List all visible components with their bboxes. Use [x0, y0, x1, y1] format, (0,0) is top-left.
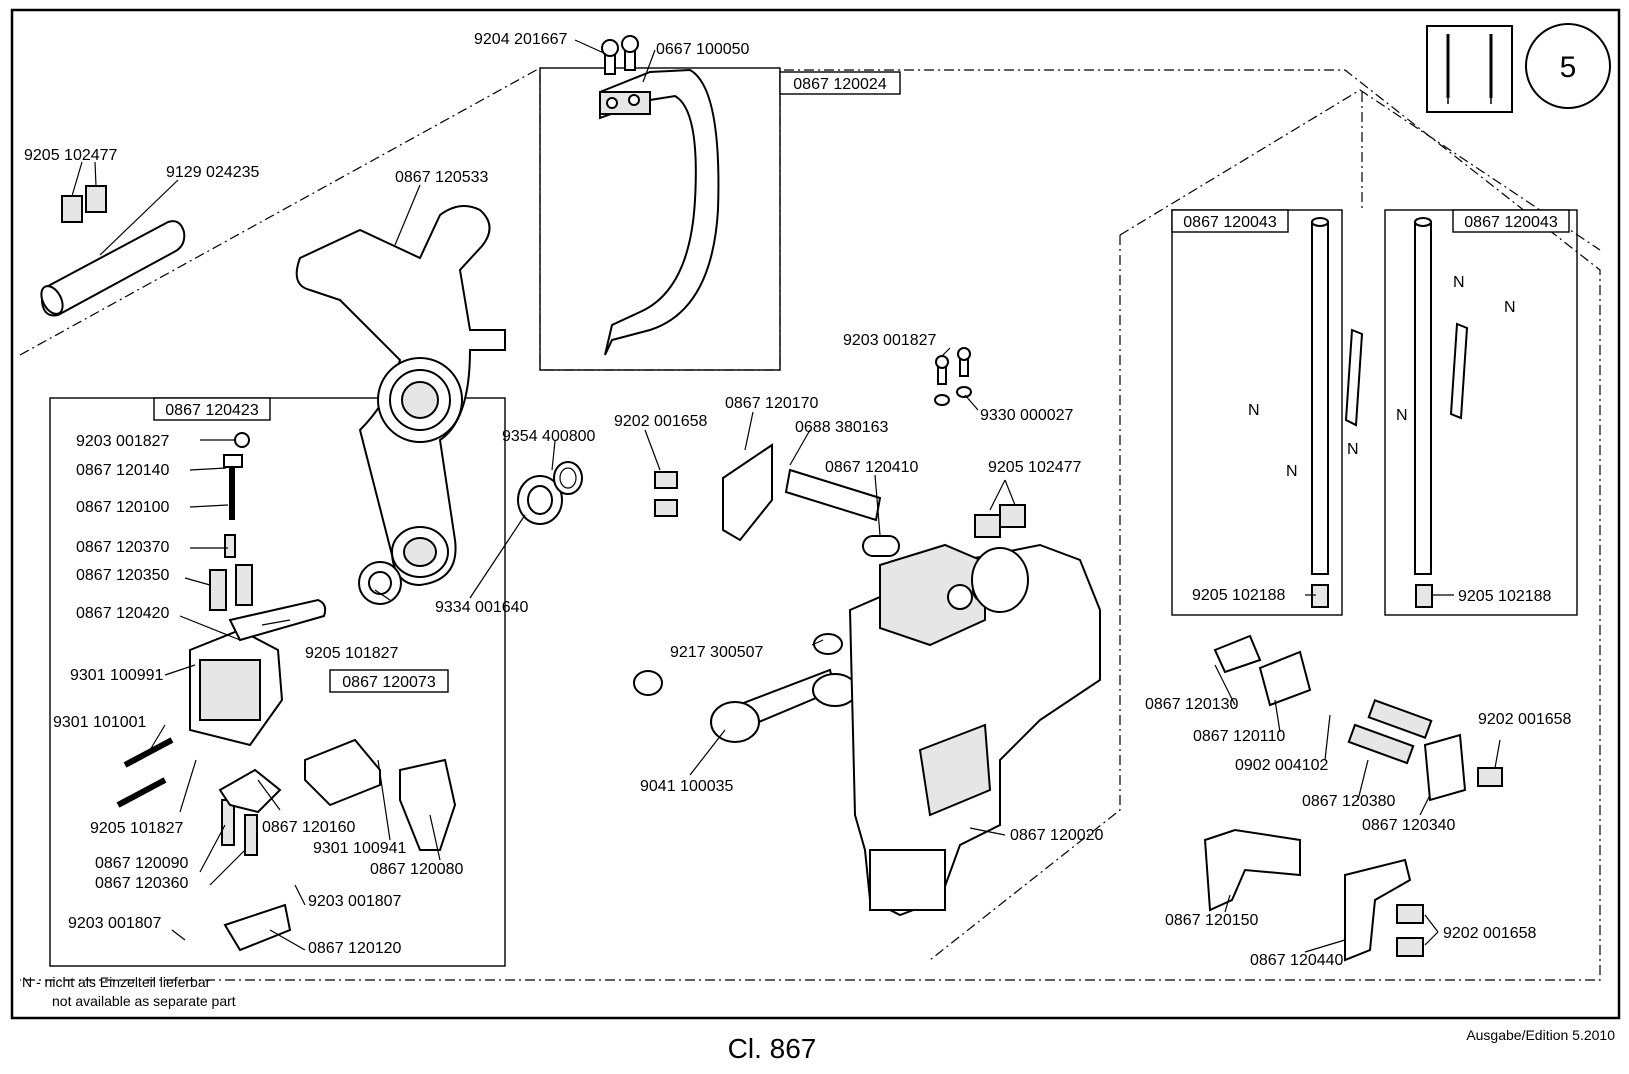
svg-text:0867 120024: 0867 120024: [793, 76, 887, 93]
needle-symbol-icon: [1426, 25, 1513, 113]
screw-icon: [601, 35, 639, 75]
housing-part: [848, 543, 1101, 917]
svg-text:0867 120043: 0867 120043: [1183, 214, 1277, 231]
part-label: 0867 120410: [825, 459, 919, 476]
part-label: 9205 101827: [90, 820, 184, 837]
part-label: 0867 120533: [395, 169, 489, 186]
frame-120043-right: [1384, 209, 1578, 616]
n-marker: N: [1248, 402, 1260, 419]
group-label-120043-left: 0867 120043: [1171, 209, 1289, 233]
n-marker: N: [1347, 441, 1359, 458]
n-marker: N: [1396, 407, 1408, 424]
part-label: 0867 120130: [1145, 696, 1239, 713]
part-label: 0867 120140: [76, 462, 170, 479]
part-label: 0867 120080: [370, 861, 464, 878]
part-label: 9202 001658: [1443, 925, 1537, 942]
needle-bar-right-part: [1414, 217, 1469, 608]
pin-shaft-part: [116, 432, 250, 808]
part-label: 0867 120380: [1302, 793, 1396, 810]
part-label: 0867 120440: [1250, 952, 1344, 969]
part-label: 0867 120170: [725, 395, 819, 412]
rocker-arm-part: [295, 205, 506, 587]
part-labels: 9204 201667 0667 100050 9205 102477 9129…: [24, 31, 1572, 969]
part-label: 0867 120110: [1193, 728, 1285, 745]
group-label-120043-right: 0867 120043: [1452, 209, 1570, 233]
part-label: 9203 001807: [68, 915, 162, 932]
part-label: 9202 001658: [1478, 711, 1572, 728]
outline-bar-group: [929, 235, 1121, 961]
part-label: 0667 100050: [656, 41, 750, 58]
part-label: 9041 100035: [640, 778, 734, 795]
needle-bar-left-part: [1311, 217, 1364, 608]
n-marker: N: [1286, 463, 1298, 480]
part-label: 9202 001658: [614, 413, 708, 430]
spring-icon: [209, 534, 258, 856]
footnote-line2: not available as separate part: [52, 993, 236, 1009]
part-label: 0867 120370: [76, 539, 170, 556]
outer-frame: [10, 8, 1621, 1020]
footnote-line1: N - nicht als Einzelteil lieferbar: [22, 974, 211, 990]
set-screw-icon: [61, 185, 107, 223]
part-label: 9203 001827: [843, 332, 937, 349]
presser-block-part: [189, 598, 327, 747]
part-label: 9205 101827: [305, 645, 399, 662]
footer-model: Cl. 867: [728, 1033, 817, 1064]
part-label: 9217 300507: [670, 644, 764, 661]
pin-part: [40, 220, 186, 317]
part-label: 9205 102188: [1458, 588, 1552, 605]
part-label: 0867 120420: [76, 605, 170, 622]
part-label: 0867 120340: [1362, 817, 1456, 834]
svg-text:0867 120423: 0867 120423: [165, 402, 259, 419]
svg-text:0867 120073: 0867 120073: [342, 674, 436, 691]
part-label: 0867 120020: [1010, 827, 1104, 844]
plate-part: [722, 443, 900, 557]
part-label: 0867 120160: [262, 819, 356, 836]
part-label: 9129 024235: [166, 164, 260, 181]
bracket-part: [1203, 828, 1424, 962]
page-number-circle: [1525, 23, 1611, 109]
group-label-120024: 0867 120024: [779, 71, 901, 95]
spring-block-part: [1213, 634, 1503, 802]
part-label: 9301 100941: [313, 840, 407, 857]
part-label: 9301 100991: [70, 667, 164, 684]
part-label: 0688 380163: [795, 419, 889, 436]
part-label: 0867 120150: [1165, 912, 1259, 929]
part-label: 0867 120090: [95, 855, 189, 872]
screw-icon-2: [654, 347, 1026, 538]
latch-part: [218, 738, 457, 952]
part-label: 9301 101001: [53, 714, 147, 731]
part-label: 9204 201667: [474, 31, 568, 48]
part-label: 9205 102188: [1192, 587, 1286, 604]
n-markers: N N N N N N: [1248, 274, 1516, 480]
page-number: 5: [1560, 51, 1577, 84]
part-label: 9205 102477: [24, 147, 118, 164]
part-label: 0867 120100: [76, 499, 170, 516]
n-marker: N: [1504, 299, 1516, 316]
frame-120024: [539, 67, 781, 371]
washer-icon: [358, 461, 583, 605]
outline-needle-bar-group: [1119, 89, 1601, 251]
part-label: 0867 120120: [308, 940, 402, 957]
part-label: 9203 001827: [76, 433, 170, 450]
part-label: 9205 102477: [988, 459, 1082, 476]
part-label: 9354 400800: [502, 428, 596, 445]
part-label: 0902 004102: [1235, 757, 1329, 774]
hook-part: [599, 68, 720, 356]
frame-120423: [49, 397, 506, 967]
group-label-120073: 0867 120073: [329, 669, 449, 693]
svg-text:0867 120043: 0867 120043: [1464, 214, 1558, 231]
leader-lines: [71, 39, 1501, 953]
part-label: 9330 000027: [980, 407, 1074, 424]
part-label: 0867 120350: [76, 567, 170, 584]
footer-edition: Ausgabe/Edition 5.2010: [1466, 1027, 1615, 1043]
n-marker: N: [1453, 274, 1465, 291]
part-label: 9334 001640: [435, 599, 529, 616]
part-label: 0867 120360: [95, 875, 189, 892]
part-label: 9203 001807: [308, 893, 402, 910]
group-label-120423: 0867 120423: [153, 397, 271, 421]
